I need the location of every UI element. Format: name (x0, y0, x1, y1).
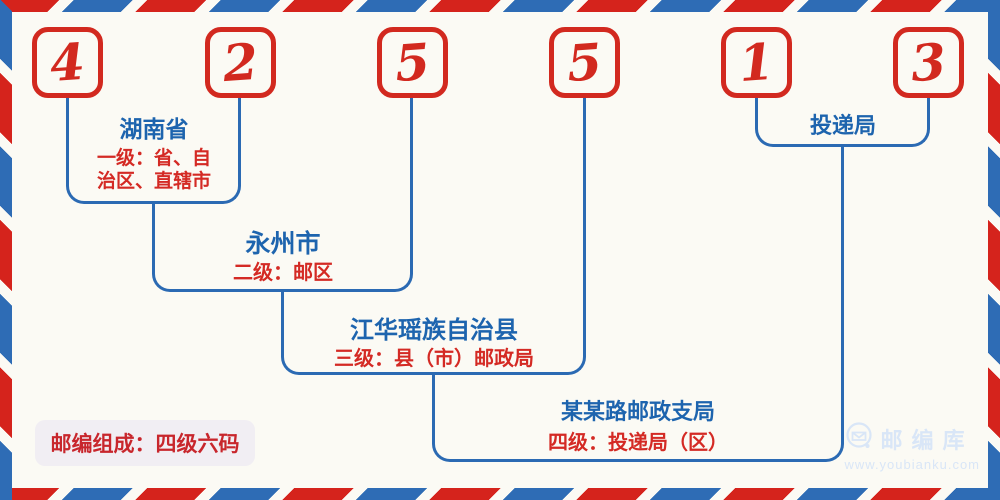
digit-2: 2 (221, 31, 260, 93)
level3-desc: 三级：县（市）邮政局 (334, 348, 534, 370)
level2-name: 永州市 (245, 230, 321, 258)
digit-box-2: 2 (205, 27, 276, 98)
digit-3: 5 (393, 31, 432, 93)
level5-name: 投递局 (809, 113, 877, 138)
airmail-border-top (0, 0, 1000, 12)
site-watermark[interactable]: 邮编库 www.youbianku.com (845, 422, 981, 472)
connector-digit3 (410, 98, 413, 204)
bracket-level1 (66, 98, 241, 204)
composition-badge: 邮编组成：四级六码 (35, 420, 255, 466)
brand-url[interactable]: www.youbianku.com (844, 457, 980, 472)
airmail-border-left (0, 0, 12, 500)
digit-4: 5 (565, 31, 604, 93)
bracket-level3 (281, 292, 586, 375)
digit-box-1: 4 (32, 27, 103, 98)
brand-name: 邮编库 (880, 427, 974, 453)
envelope-circle-icon (845, 422, 873, 455)
level4-name: 某某路邮政支局 (560, 399, 716, 424)
level2-desc: 二级：邮区 (233, 262, 333, 284)
digit-box-3: 5 (377, 27, 448, 98)
digit-6: 3 (909, 31, 948, 93)
level1-desc-line1: 一级：省、自 (96, 148, 212, 169)
airmail-border-bottom (0, 488, 1000, 500)
bracket-level5 (755, 98, 930, 147)
digit-1: 4 (48, 31, 87, 93)
digit-box-6: 3 (893, 27, 964, 98)
bracket-level2 (152, 204, 413, 292)
level3-name: 江华瑶族自治县 (350, 317, 518, 344)
digit-5: 1 (737, 31, 776, 93)
airmail-border-right (988, 0, 1000, 500)
level1-name: 湖南省 (119, 116, 189, 142)
level1-desc-line2: 治区、直辖市 (96, 171, 212, 192)
connector-delivery (841, 147, 844, 375)
connector-digit4 (583, 98, 586, 292)
digit-box-5: 1 (721, 27, 792, 98)
level4-desc: 四级：投递局（区） (548, 432, 728, 454)
bracket-level4 (432, 375, 844, 462)
composition-badge-label: 邮编组成：四级六码 (50, 433, 240, 456)
digit-box-4: 5 (549, 27, 620, 98)
